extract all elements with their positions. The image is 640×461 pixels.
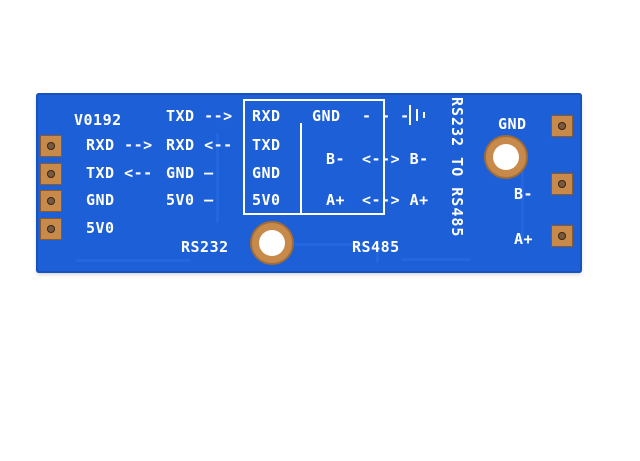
right-pin-label-b: B- [514,185,534,203]
mid-label-5v0: 5V0 — [166,191,214,209]
box-label-txd: TXD [252,136,281,154]
box-label-rxd: RXD [252,107,281,125]
box-divider [300,123,302,213]
box-label-5v0: 5V0 [252,191,281,209]
rs232-label: RS232 [181,238,229,256]
arrow-a: <--> A+ [362,191,429,209]
trace [521,153,524,243]
right-pad-b [551,173,573,195]
rs485-label: RS485 [352,238,400,256]
box-rs485-b: B- [326,150,346,168]
header-pad-4 [40,218,62,240]
ground-symbol [416,109,418,121]
rs232-box [243,99,385,215]
right-pin-label-gnd: GND [498,115,527,133]
left-label-5v0: 5V0 [86,219,115,237]
mid-label-txd: TXD --> [166,107,233,125]
box-rs485-gnd: GND [312,107,341,125]
trace [401,258,471,261]
ground-symbol [423,112,425,118]
header-pad-2 [40,163,62,185]
left-label-gnd: GND [86,191,115,209]
header-pad-3 [40,190,62,212]
box-rs485-a: A+ [326,191,346,209]
mount-hole-right-inner [493,144,519,170]
right-pin-label-a: A+ [514,230,534,248]
mid-label-gnd: GND — [166,164,214,182]
right-pad-a [551,225,573,247]
box-label-gnd: GND [252,164,281,182]
trace [76,259,191,262]
left-label-rxd: RXD --> [86,136,153,154]
trace [216,133,219,223]
version-label: V0192 [74,111,122,129]
trace [286,243,366,246]
right-pad-gnd [551,115,573,137]
pcb-board: V0192 RXD --> TXD <-- GND 5V0 TXD --> RX… [36,93,582,273]
ground-symbol [409,105,411,125]
gnd-dash: - - - [362,107,410,125]
left-label-txd: TXD <-- [86,164,153,182]
trace [376,243,379,263]
arrow-b: <--> B- [362,150,429,168]
vertical-title: RS232 TO RS485 [448,97,466,238]
mid-label-rxd: RXD <-- [166,136,233,154]
mount-hole-center-inner [259,230,285,256]
header-pad-1 [40,135,62,157]
